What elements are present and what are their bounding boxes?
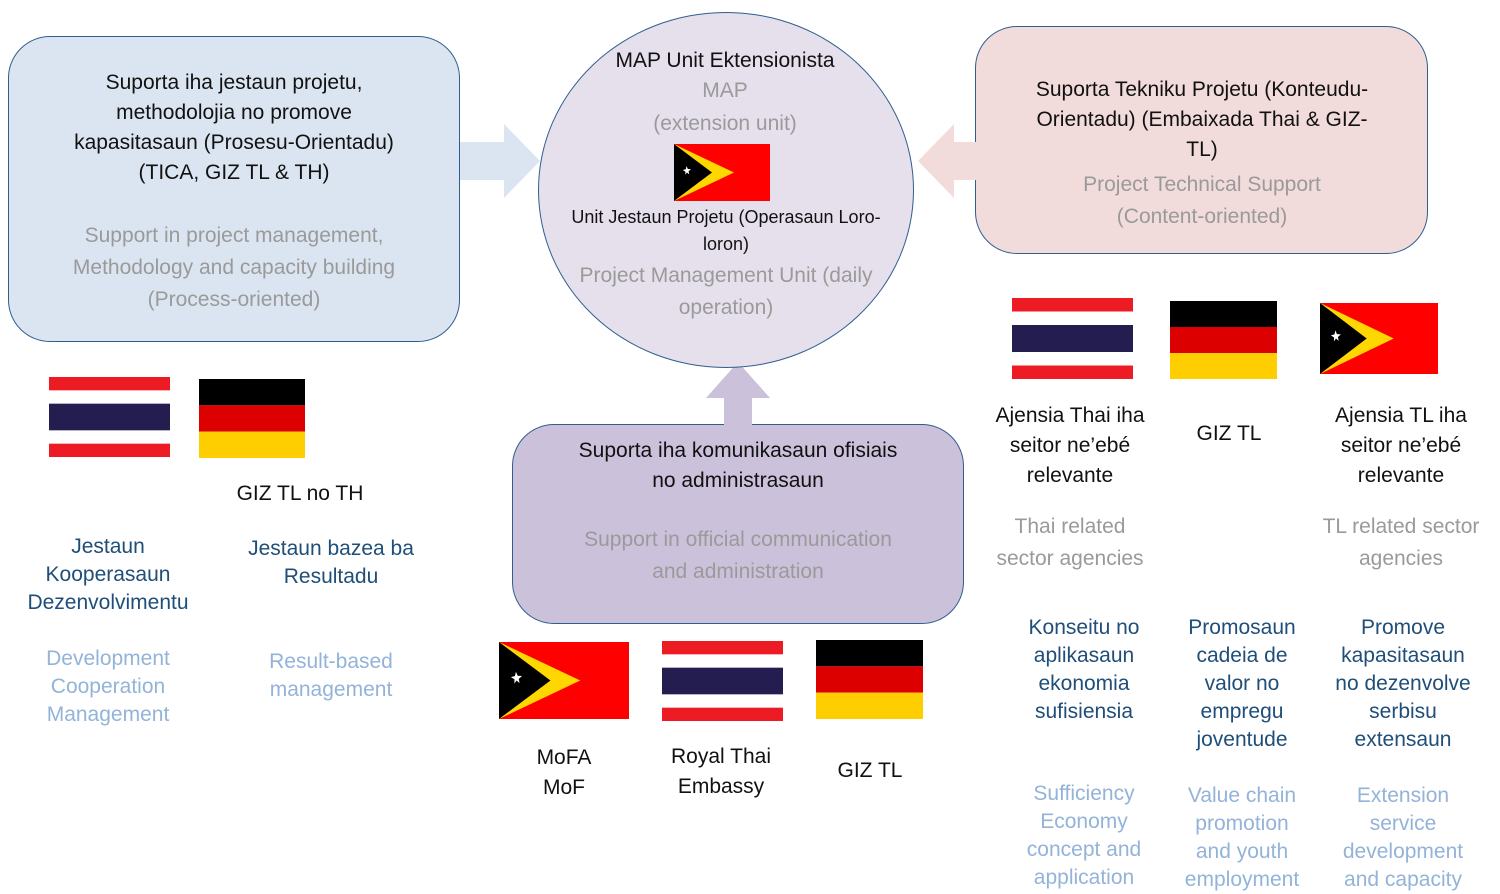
thai-agencies-english: Thai related sector agencies: [996, 515, 1144, 570]
tl-agencies-english: TL related sector agencies: [1322, 515, 1480, 570]
mofa-mof-label: MoFA MoF: [536, 746, 592, 799]
up-arrow-icon: [706, 362, 770, 428]
sufficiency-economy-english: Sufficiency Economy concept and applicat…: [1026, 782, 1142, 889]
timor-leste-flag-icon: [1320, 303, 1438, 374]
value-chain-tetum: Promosaun cadeia de valor no empregu jov…: [1188, 616, 1296, 751]
result-based-english: Result-based management: [269, 650, 393, 701]
right-arrow-icon: [460, 124, 540, 198]
extension-service-english: Extension service development and capaci…: [1342, 784, 1464, 891]
tl-agencies-tetum: Ajensia TL iha seitor ne’ebé relevante: [1335, 404, 1467, 487]
administration-support-english: Support in official communication and ad…: [584, 528, 892, 583]
circle-map: MAP: [702, 79, 748, 102]
result-based-tetum: Jestaun bazea ba Resultadu: [248, 537, 414, 588]
left-arrow-icon: [918, 124, 978, 198]
extension-service-tetum: Promove kapasitasaun no dezenvolve serbi…: [1335, 616, 1471, 751]
administration-support-tetum: Suporta iha komunikasaun ofisiais no adm…: [578, 439, 898, 492]
value-chain-english: Value chain promotion and youth employme…: [1184, 784, 1300, 891]
technical-support-tetum: Suporta Tekniku Projetu (Konteudu- Orien…: [1035, 78, 1369, 161]
giz-tl-no-th-label: GIZ TL no TH: [236, 482, 364, 505]
process-support-english: Support in project management, Methodolo…: [72, 224, 396, 311]
germany-flag-icon: [1170, 301, 1277, 379]
development-cooperation-tetum: Jestaun Kooperasaun Dezenvolvimentu: [27, 535, 189, 614]
technical-support-english: Project Technical Support (Content-orien…: [1083, 173, 1321, 228]
giz-tl-label: GIZ TL: [837, 759, 903, 782]
thailand-flag-icon: [1012, 298, 1133, 379]
germany-flag-icon: [199, 379, 305, 458]
giz-tl-right-label: GIZ TL: [1196, 422, 1262, 445]
process-support-tetum: Suporta iha jestaun projetu, methodoloji…: [74, 71, 394, 184]
germany-flag-icon: [816, 640, 923, 719]
circle-english-unit: Project Management Unit (daily operation…: [579, 264, 873, 319]
circle-tetum-unit: Unit Jestaun Projetu (Operasaun Loro- lo…: [571, 207, 881, 254]
sufficiency-economy-tetum: Konseitu no aplikasaun ekonomia sufisien…: [1028, 616, 1140, 723]
royal-thai-embassy-label: Royal Thai Embassy: [671, 745, 771, 798]
administration-support-box: [512, 424, 964, 624]
timor-leste-flag-icon: [499, 642, 629, 719]
process-support-box: [8, 36, 460, 342]
circle-title: MAP Unit Ektensionista: [615, 49, 835, 72]
development-cooperation-english: Development Cooperation Management: [46, 647, 170, 726]
circle-extension-unit: (extension unit): [653, 112, 797, 135]
thailand-flag-icon: [662, 641, 783, 721]
thailand-flag-icon: [49, 377, 170, 457]
thai-agencies-tetum: Ajensia Thai iha seitor ne’ebé relevante: [995, 404, 1145, 487]
technical-support-box: [975, 26, 1428, 254]
timor-leste-flag-icon: [674, 144, 770, 201]
